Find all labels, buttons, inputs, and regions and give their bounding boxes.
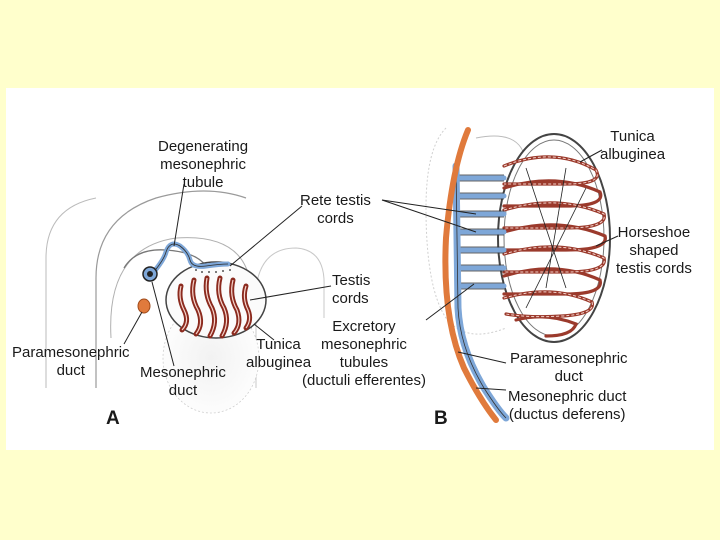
label-tunica-albuginea-b: Tunica albuginea xyxy=(600,128,666,163)
panel-letter-b: B xyxy=(434,408,448,429)
horseshoe-cords-inner xyxy=(503,156,605,318)
panel-a-drawing xyxy=(45,183,332,414)
label-rete-testis-cords: Rete testis cords xyxy=(300,192,371,227)
excretory-tubules-b xyxy=(455,175,507,289)
embryology-figure: Degenerating mesonephric tubule Testis c… xyxy=(6,88,714,450)
paramesonephric-duct-b xyxy=(442,127,499,423)
label-horseshoe-cords: Horseshoe shaped testis cords xyxy=(616,224,692,277)
label-degenerating-tubule: Degenerating mesonephric tubule xyxy=(158,138,249,191)
label-excretory-tubules: Excretory mesonephric tubules (ductuli e… xyxy=(302,318,426,389)
label-paramesonephric-duct-a: Paramesonephric duct xyxy=(12,344,130,379)
diagram-drawing xyxy=(45,127,619,423)
panel-letter-a: A xyxy=(106,408,120,429)
cord-crossings xyxy=(525,167,587,309)
label-tunica-albuginea-a: Tunica albuginea xyxy=(246,336,312,371)
label-paramesonephric-duct-b: Paramesonephric duct xyxy=(510,350,628,385)
label-testis-cords-a: Testis cords xyxy=(332,272,371,307)
label-mesonephric-duct-a: Mesonephric duct xyxy=(140,364,226,399)
label-mesonephric-duct-b: Mesonephric duct (ductus deferens) xyxy=(508,388,627,423)
panel-b-drawing xyxy=(381,127,619,423)
paramesonephric-duct-a xyxy=(137,298,151,314)
